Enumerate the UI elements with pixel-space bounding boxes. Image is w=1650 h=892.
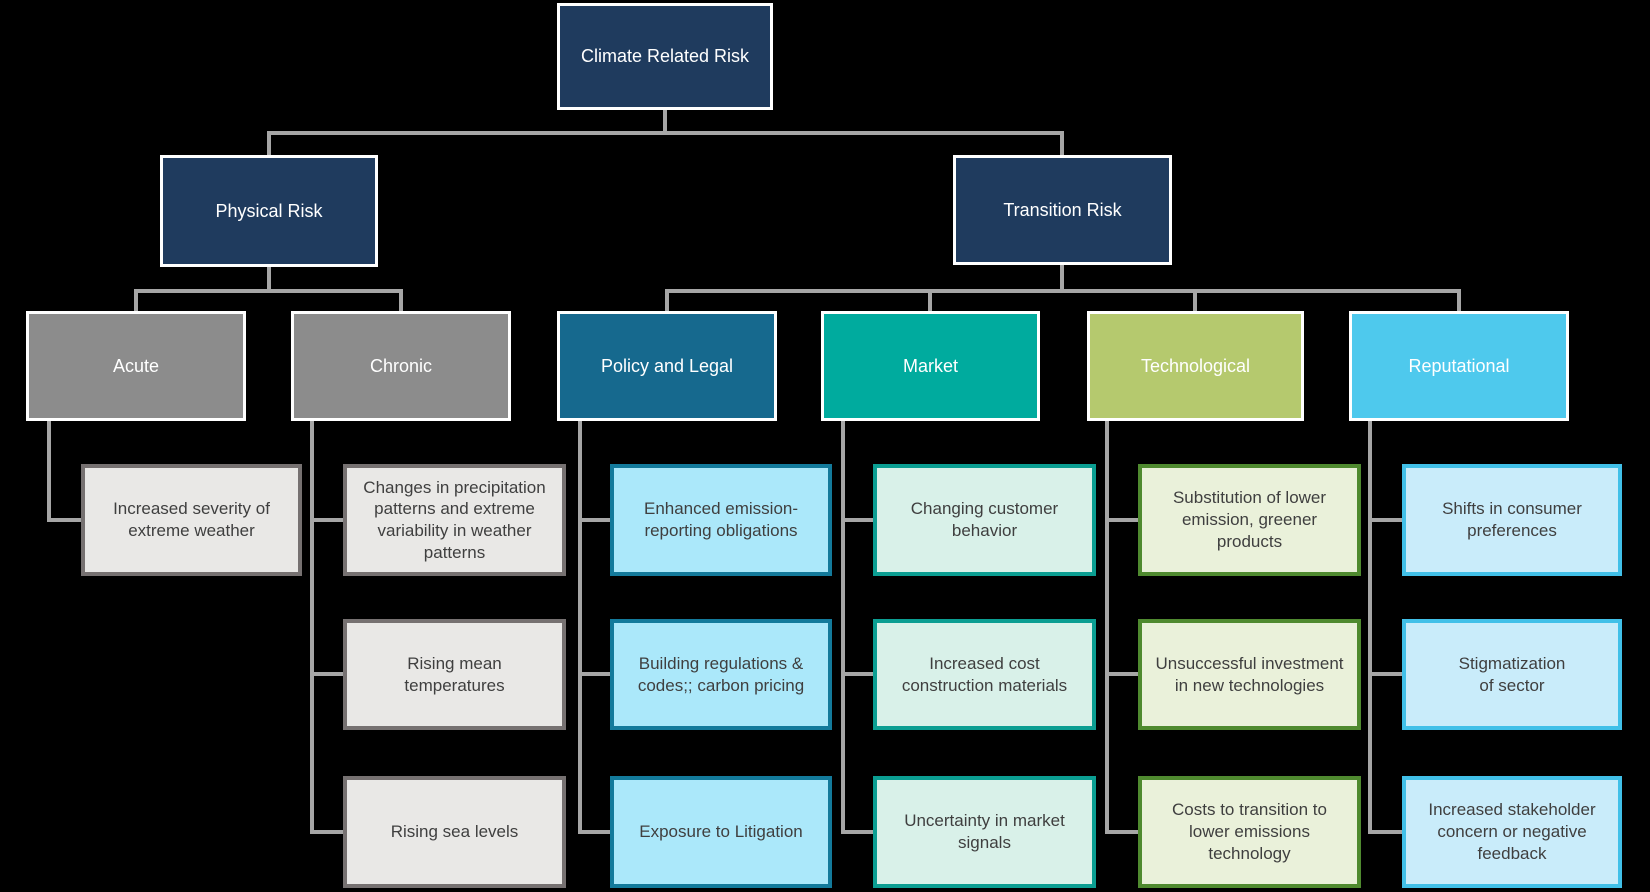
connector-line: [578, 421, 582, 834]
leaf-chronic-rising-sea-levels: Rising sea levels: [343, 776, 566, 888]
connector-line: [134, 289, 403, 293]
connector-line: [1368, 421, 1372, 834]
leaf-policy-exposure-litigation: Exposure to Litigation: [610, 776, 832, 888]
leaf-market-construction-materials: Increased cost construction materials: [873, 619, 1096, 730]
connector-line: [665, 289, 1461, 293]
node-label: Climate Related Risk: [580, 46, 750, 67]
connector-line: [1105, 518, 1138, 522]
connector-line: [1368, 830, 1402, 834]
connector-line: [267, 131, 271, 157]
leaf-chronic-rising-mean-temperatures: Rising mean temperatures: [343, 619, 566, 730]
leaf-rep-stigmatization: Stigmatization of sector: [1402, 619, 1622, 730]
leaf-policy-emission-reporting: Enhanced emission-reporting obligations: [610, 464, 832, 576]
leaf-label: Enhanced emission-reporting obligations: [643, 499, 799, 540]
node-label: Reputational: [1408, 355, 1510, 376]
connector-line: [1193, 289, 1197, 313]
node-technological: Technological: [1087, 311, 1304, 421]
leaf-acute-increased-severity: Increased severity of extreme weather: [81, 464, 302, 576]
leaf-rep-stakeholder-concern: Increased stakeholder concern or negativ…: [1402, 776, 1622, 888]
connector-line: [1060, 265, 1064, 291]
connector-line: [310, 830, 343, 834]
connector-line: [267, 131, 1064, 135]
leaf-label: Changes in precipitation patterns and ex…: [363, 477, 546, 562]
node-policy-and-legal: Policy and Legal: [557, 311, 777, 421]
connector-line: [928, 289, 932, 313]
connector-line: [399, 289, 403, 313]
connector-line: [578, 672, 610, 676]
leaf-label: Unsuccessful investment in new technolog…: [1155, 653, 1344, 695]
leaf-label: Rising mean temperatures: [404, 653, 505, 695]
connector-line: [578, 518, 610, 522]
leaf-label: Shifts in consumer preferences: [1442, 499, 1582, 540]
node-climate-related-risk: Climate Related Risk: [557, 3, 773, 110]
leaf-market-uncertainty-signals: Uncertainty in market signals: [873, 776, 1096, 888]
connector-line: [841, 672, 873, 676]
leaf-label: Costs to transition to lower emissions t…: [1172, 800, 1327, 863]
connector-line: [1105, 830, 1138, 834]
leaf-label: Exposure to Litigation: [639, 822, 803, 842]
leaf-tech-transition-costs: Costs to transition to lower emissions t…: [1138, 776, 1361, 888]
connector-line: [310, 672, 343, 676]
leaf-chronic-precipitation-patterns: Changes in precipitation patterns and ex…: [343, 464, 566, 576]
node-market: Market: [821, 311, 1040, 421]
node-label: Market: [902, 355, 958, 376]
leaf-market-customer-behavior: Changing customer behavior: [873, 464, 1096, 576]
connector-line: [841, 830, 873, 834]
connector-line: [1368, 518, 1402, 522]
connector-line: [47, 518, 81, 522]
connector-line: [1368, 672, 1402, 676]
leaf-tech-substitution-greener-products: Substitution of lower emission, greener …: [1138, 464, 1361, 576]
connector-line: [310, 518, 343, 522]
leaf-rep-consumer-preferences: Shifts in consumer preferences: [1402, 464, 1622, 576]
leaf-label: Changing customer behavior: [910, 499, 1059, 540]
leaf-label: Uncertainty in market signals: [904, 811, 1065, 852]
node-label: Transition Risk: [1003, 199, 1122, 220]
leaf-tech-unsuccessful-investment: Unsuccessful investment in new technolog…: [1138, 619, 1361, 730]
node-label: Physical Risk: [215, 200, 323, 221]
node-reputational: Reputational: [1349, 311, 1569, 421]
connector-line: [578, 830, 610, 834]
connector-line: [47, 421, 51, 522]
connector-line: [1060, 131, 1064, 157]
connector-line: [1105, 672, 1138, 676]
connector-line: [841, 421, 845, 834]
leaf-label: Substitution of lower emission, greener …: [1172, 488, 1327, 551]
leaf-policy-building-regulations: Building regulations & codes;; carbon pr…: [610, 619, 832, 730]
connector-line: [665, 289, 669, 313]
connector-line: [663, 110, 667, 135]
node-label: Chronic: [369, 355, 433, 376]
node-acute: Acute: [26, 311, 246, 421]
connector-line: [267, 267, 271, 291]
connector-line: [841, 518, 873, 522]
node-chronic: Chronic: [291, 311, 511, 421]
node-label: Technological: [1140, 355, 1251, 376]
connector-line: [134, 289, 138, 313]
leaf-label: Rising sea levels: [390, 822, 519, 842]
node-label: Policy and Legal: [600, 355, 734, 376]
connector-line: [1457, 289, 1461, 313]
node-physical-risk: Physical Risk: [160, 155, 378, 267]
leaf-label: Increased stakeholder concern or negativ…: [1428, 800, 1596, 863]
connector-line: [310, 421, 314, 834]
node-label: Acute: [112, 355, 160, 376]
leaf-label: Increased cost construction materials: [901, 653, 1068, 695]
leaf-label: Stigmatization of sector: [1458, 653, 1566, 695]
leaf-label: Building regulations & codes;; carbon pr…: [637, 653, 805, 695]
leaf-label: Increased severity of extreme weather: [113, 499, 270, 540]
node-transition-risk: Transition Risk: [953, 155, 1172, 265]
connector-line: [1105, 421, 1109, 834]
